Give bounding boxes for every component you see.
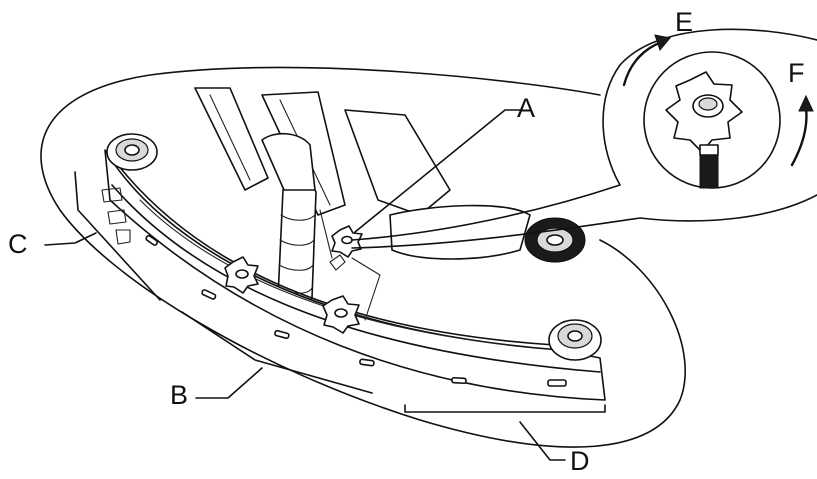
- linkage-rod: [351, 257, 381, 321]
- label-d: D: [570, 446, 590, 476]
- suction-hose: [261, 132, 317, 307]
- arrow-rotate-counterclockwise-icon: [622, 34, 671, 87]
- star-knob-left: [224, 256, 259, 294]
- label-c: C: [8, 229, 28, 259]
- leader-d: [519, 421, 566, 461]
- bracket-d: [404, 404, 606, 413]
- label-a: A: [517, 93, 535, 123]
- leader-c: [44, 232, 97, 246]
- squeegee-body: [101, 149, 606, 401]
- squeegee-roller-right: [548, 319, 602, 361]
- label-f: F: [788, 58, 805, 88]
- star-knob-a: [329, 225, 363, 271]
- squeegee-roller-left: [106, 133, 158, 171]
- star-knob-center: [322, 295, 360, 334]
- leader-b: [195, 367, 263, 399]
- machine-frame: [194, 87, 531, 260]
- bracket-c: [74, 171, 161, 301]
- leader-a: [354, 109, 521, 233]
- label-e: E: [675, 7, 693, 37]
- rear-wheel: [524, 217, 586, 263]
- arrow-rotate-clockwise-icon: [790, 94, 814, 167]
- zoomed-knob-detail: [643, 51, 781, 189]
- bracket-b: [181, 311, 373, 394]
- label-b: B: [170, 380, 188, 410]
- zoom-bubble-outline: [351, 28, 817, 241]
